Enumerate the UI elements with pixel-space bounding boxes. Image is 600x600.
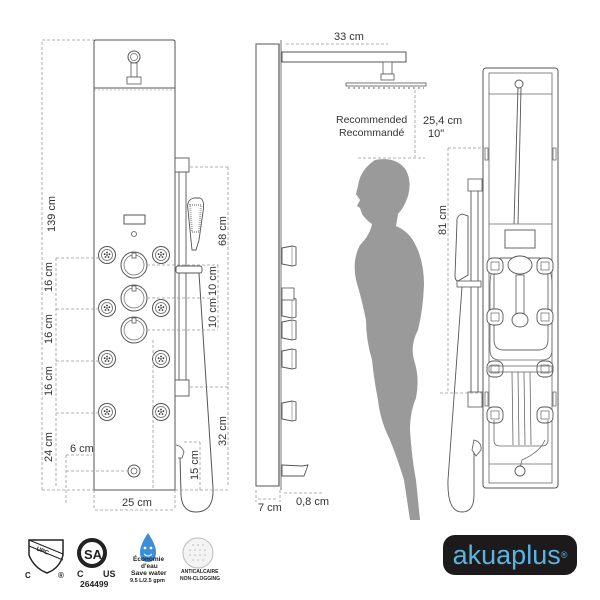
dim-25-4: 25,4 cm: [423, 115, 462, 127]
dim-16-c: 16 cm: [43, 366, 55, 396]
svg-text:Économie: Économie: [133, 554, 164, 563]
dim-10-b: 10 cm: [207, 298, 219, 328]
dim-32: 32 cm: [217, 416, 229, 446]
svg-text:UPC: UPC: [35, 546, 50, 557]
registered-mark: ®: [560, 550, 568, 560]
svg-text:US: US: [103, 569, 116, 579]
brand-name: akuaplus: [452, 539, 561, 570]
dim-16-b: 16 cm: [43, 314, 55, 344]
control-knob-1: [120, 251, 148, 279]
svg-text:®: ®: [58, 571, 64, 580]
dim-25: 25 cm: [122, 497, 152, 509]
save-water-badge: Économie d'eau Save water 9.5 L/2.5 gpm: [130, 533, 167, 584]
rear-hand-shower: [454, 213, 469, 282]
dim-81: 81 cm: [437, 205, 449, 235]
tub-spout: [127, 464, 141, 478]
dim-10in: 10": [428, 128, 444, 140]
rain-shower-head: [345, 82, 427, 87]
csa-badge: SA C US 264499: [77, 538, 116, 589]
svg-text:SA: SA: [84, 547, 103, 562]
front-view: 139 cm 16 cm 16 cm 16 cm 24 cm 6 cm 25 c…: [41, 39, 229, 513]
dim-139: 139 cm: [46, 196, 58, 232]
dim-10-a: 10 cm: [207, 266, 219, 296]
rear-jet: [536, 308, 554, 326]
dim-33: 33 cm: [334, 31, 364, 43]
control-knob-2: [120, 284, 148, 312]
recommande-label: Recommandé: [339, 127, 405, 139]
body-jet: [98, 403, 116, 421]
shower-arm: [281, 51, 407, 63]
side-jet: [281, 245, 297, 267]
temperature-display: [123, 214, 146, 225]
thermostatic-valve: [504, 229, 536, 249]
body-jet: [152, 350, 170, 368]
dim-24: 24 cm: [43, 432, 55, 462]
dim-7: 7 cm: [258, 502, 282, 514]
dim-15: 15 cm: [189, 450, 201, 480]
side-spout: [281, 464, 309, 477]
side-jet: [281, 297, 297, 319]
human-silhouette-icon: [354, 159, 424, 520]
rear-jet: [536, 406, 554, 424]
dim-16-a: 16 cm: [43, 262, 55, 292]
body-jet: [152, 403, 170, 421]
body-jet: [98, 350, 116, 368]
akuaplus-logo: akuaplus®: [443, 535, 577, 575]
dim-68: 68 cm: [217, 216, 229, 246]
side-view: 33 cm Recommended Recommandé 25,4 cm 10"…: [255, 31, 462, 520]
body-jet: [98, 299, 116, 317]
svg-text:C: C: [25, 571, 31, 580]
rear-jet: [486, 308, 504, 326]
dim-0-8: 0,8 cm: [296, 496, 329, 508]
anti-calcaire-badge: ANTICALCAIRE NON-CLOGGING: [180, 537, 220, 582]
rear-jet: [486, 406, 504, 424]
svg-text:Save water: Save water: [131, 570, 167, 577]
shower-arm-connector: [126, 50, 142, 85]
svg-text:C: C: [77, 569, 84, 579]
body-jet: [152, 299, 170, 317]
svg-text:ANTICALCAIRE: ANTICALCAIRE: [181, 569, 219, 575]
svg-text:d'eau: d'eau: [141, 563, 158, 570]
hand-shower: [187, 197, 205, 251]
upc-badge: UPC C ®: [25, 539, 64, 580]
shower-hose: [179, 272, 214, 513]
dim-6: 6 cm: [70, 443, 94, 455]
recommended-label: Recommended: [336, 114, 407, 126]
control-knob-3: [120, 316, 148, 344]
svg-text:264499: 264499: [80, 579, 109, 589]
svg-text:NON-CLOGGING: NON-CLOGGING: [180, 576, 220, 582]
svg-text:9.5 L/2.5 gpm: 9.5 L/2.5 gpm: [130, 578, 165, 584]
rear-jet: [536, 360, 554, 378]
side-knob: [281, 319, 297, 341]
body-jet: [152, 246, 170, 264]
rear-view: 81 cm: [437, 67, 559, 513]
body-jet: [98, 246, 116, 264]
slide-holder: [175, 265, 203, 274]
side-jet: [281, 400, 297, 422]
side-jet: [281, 348, 297, 370]
rear-jet: [486, 257, 504, 275]
rear-jet: [536, 257, 554, 275]
